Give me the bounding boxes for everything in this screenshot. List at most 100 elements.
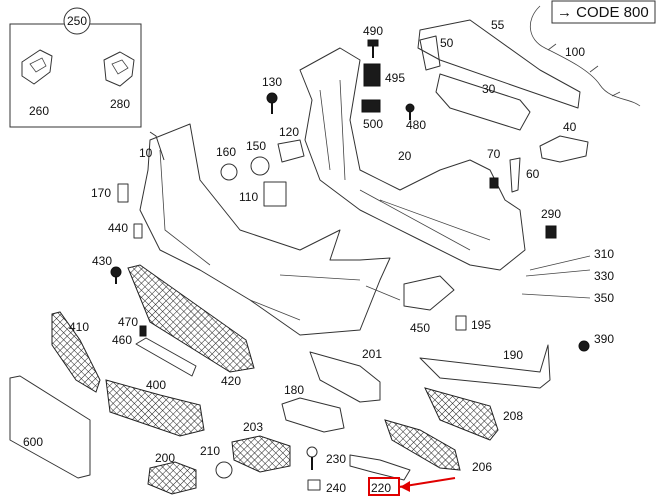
- label-440: 440: [108, 221, 128, 235]
- fastener-495: [363, 63, 381, 87]
- label-55: 55: [491, 18, 505, 32]
- part-350-strip: [521, 293, 591, 299]
- label-460: 460: [112, 333, 132, 347]
- part-440-clip: [133, 223, 143, 239]
- part-450-cap: [403, 275, 455, 311]
- label-201: 201: [362, 347, 382, 361]
- part-170-clip: [117, 183, 129, 203]
- label-240: 240: [326, 481, 346, 495]
- fastener-500: [361, 99, 381, 113]
- part-310-strip: [529, 255, 591, 271]
- label-160: 160: [216, 145, 236, 159]
- part-55-shape: [417, 19, 581, 109]
- part-120-cap: [277, 139, 305, 163]
- fastener-490: [367, 39, 379, 58]
- part-number-labels: 10 20 30 40 50 55 60 70 100 110 120 130 …: [23, 18, 614, 495]
- fastener-70: [489, 177, 499, 189]
- fastener-60: [509, 157, 521, 193]
- part-208-grille: [424, 387, 499, 441]
- fastener-230: [306, 446, 318, 470]
- label-30: 30: [482, 82, 496, 96]
- fastener-130: [266, 92, 278, 114]
- label-350: 350: [594, 291, 614, 305]
- part-30-shape: [435, 73, 531, 131]
- label-410: 410: [69, 320, 89, 334]
- part-190-strip: [419, 344, 551, 389]
- fastener-470: [139, 325, 147, 337]
- label-400: 400: [146, 378, 166, 392]
- part-600-plate-holder: [9, 375, 91, 479]
- label-120: 120: [279, 125, 299, 139]
- label-208: 208: [503, 409, 523, 423]
- part-100-harness: [530, 5, 641, 107]
- label-470: 470: [118, 315, 138, 329]
- label-203: 203: [243, 420, 263, 434]
- part-200-frame: [147, 461, 197, 495]
- label-190: 190: [503, 348, 523, 362]
- fastener-290: [545, 225, 557, 239]
- label-195: 195: [471, 318, 491, 332]
- part-220-arrow-head: [400, 481, 410, 492]
- part-20-carrier: [299, 47, 526, 271]
- fastener-430: [110, 266, 122, 284]
- part-280-shape: [103, 51, 135, 87]
- label-330: 330: [594, 269, 614, 283]
- part-180-frame: [281, 397, 345, 433]
- part-50-shape: [419, 35, 441, 71]
- label-100: 100: [565, 45, 585, 59]
- label-260: 260: [29, 104, 49, 118]
- label-206: 206: [472, 460, 492, 474]
- part-150-sensor: [250, 156, 270, 176]
- part-400-grille: [105, 379, 205, 437]
- label-10: 10: [139, 146, 153, 160]
- label-430: 430: [92, 254, 112, 268]
- part-410-grille: [51, 311, 101, 393]
- label-220: 220: [371, 481, 391, 495]
- part-10-bumper-cover: [139, 123, 391, 336]
- fastener-390: [578, 340, 590, 352]
- group-250-box: 250: [9, 7, 142, 128]
- label-600: 600: [23, 435, 43, 449]
- part-201-shape: [309, 351, 381, 403]
- label-20: 20: [398, 149, 412, 163]
- label-170: 170: [91, 186, 111, 200]
- label-70: 70: [487, 147, 501, 161]
- label-500: 500: [363, 117, 383, 131]
- fastener-195: [455, 315, 467, 331]
- label-495: 495: [385, 71, 405, 85]
- label-150: 150: [246, 139, 266, 153]
- label-420: 420: [221, 374, 241, 388]
- fastener-480: [405, 103, 415, 120]
- label-50: 50: [440, 36, 454, 50]
- group-250-label: 250: [67, 14, 87, 28]
- part-420-grille: [127, 264, 255, 373]
- code-800-text: → CODE 800: [557, 4, 649, 21]
- label-490: 490: [363, 24, 383, 38]
- part-220-shape: [349, 454, 411, 481]
- label-480: 480: [406, 118, 426, 132]
- code-800-box: → CODE 800: [551, 0, 656, 24]
- part-330-strip: [525, 269, 591, 277]
- label-210: 210: [200, 444, 220, 458]
- label-130: 130: [262, 75, 282, 89]
- part-206-grille: [384, 419, 461, 471]
- part-203-frame: [231, 435, 291, 473]
- label-230: 230: [326, 452, 346, 466]
- fastener-240: [307, 479, 321, 491]
- label-40: 40: [563, 120, 577, 134]
- label-280: 280: [110, 97, 130, 111]
- label-60: 60: [526, 167, 540, 181]
- part-40-shape: [539, 135, 589, 163]
- label-450: 450: [410, 321, 430, 335]
- label-110: 110: [239, 190, 258, 204]
- label-200: 200: [155, 451, 175, 465]
- part-210-ring: [215, 461, 233, 479]
- part-460-trim: [135, 337, 197, 377]
- label-390: 390: [594, 332, 614, 346]
- part-110-holder: [263, 181, 287, 207]
- label-290: 290: [541, 207, 561, 221]
- part-260-shape: [21, 49, 53, 85]
- label-180: 180: [284, 383, 304, 397]
- label-310: 310: [594, 247, 614, 261]
